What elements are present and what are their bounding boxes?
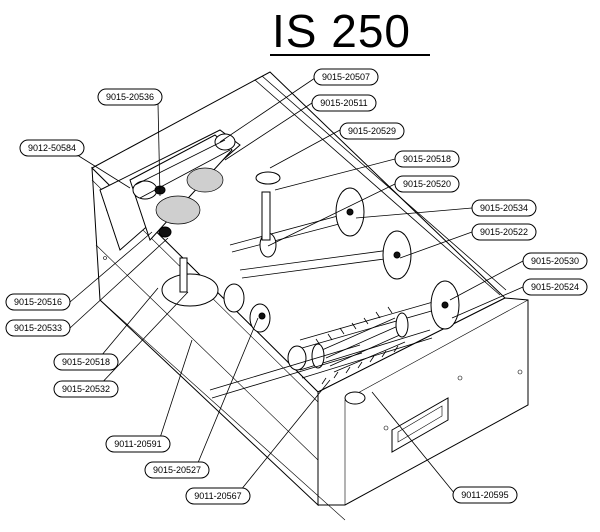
callout-9015-20518-bottom: 9015-20518 bbox=[53, 353, 119, 371]
callout-9015-20511: 9015-20511 bbox=[311, 94, 377, 112]
svg-text:9015-20530: 9015-20530 bbox=[531, 256, 579, 266]
svg-text:9015-20534: 9015-20534 bbox=[480, 203, 528, 213]
svg-text:9015-20533: 9015-20533 bbox=[14, 323, 62, 333]
title-underline bbox=[270, 54, 430, 56]
svg-text:9015-20518: 9015-20518 bbox=[403, 154, 451, 164]
callout-9015-20518-top: 9015-20518 bbox=[394, 150, 460, 168]
callout-9012-50584: 9012-50584 bbox=[19, 139, 85, 157]
callout-9015-20532: 9015-20532 bbox=[53, 380, 119, 398]
svg-text:9015-20507: 9015-20507 bbox=[322, 72, 370, 82]
svg-text:9015-20520: 9015-20520 bbox=[403, 179, 451, 189]
svg-text:9015-20536: 9015-20536 bbox=[106, 92, 154, 102]
callout-9015-20522: 9015-20522 bbox=[471, 223, 537, 241]
callout-9015-20529: 9015-20529 bbox=[339, 122, 405, 140]
svg-text:9015-20518: 9015-20518 bbox=[62, 357, 110, 367]
svg-text:9012-50584: 9012-50584 bbox=[28, 143, 76, 153]
svg-text:9015-20529: 9015-20529 bbox=[348, 126, 396, 136]
svg-text:9015-20522: 9015-20522 bbox=[480, 227, 528, 237]
callout-9015-20533: 9015-20533 bbox=[5, 319, 71, 337]
callout-9015-20536: 9015-20536 bbox=[97, 88, 163, 106]
drive-assembly bbox=[99, 129, 241, 251]
callout-9015-20530: 9015-20530 bbox=[522, 252, 588, 270]
callout-9015-20534: 9015-20534 bbox=[471, 199, 537, 217]
svg-text:9011-20591: 9011-20591 bbox=[114, 439, 161, 449]
diagram-title: IS 250 bbox=[272, 5, 411, 57]
leader-lines bbox=[65, 77, 524, 497]
svg-text:9015-20527: 9015-20527 bbox=[153, 465, 201, 475]
svg-text:9015-20511: 9015-20511 bbox=[320, 98, 367, 108]
svg-text:9015-20524: 9015-20524 bbox=[531, 282, 579, 292]
svg-text:9015-20532: 9015-20532 bbox=[62, 384, 110, 394]
svg-text:9015-20516: 9015-20516 bbox=[14, 297, 62, 307]
callout-9015-20507: 9015-20507 bbox=[313, 68, 379, 86]
callout-9011-20595: 9011-20595 bbox=[452, 486, 518, 504]
callout-labels: 9015-20507 9015-20511 9015-20536 9015-20… bbox=[5, 68, 588, 505]
callout-9015-20527: 9015-20527 bbox=[144, 461, 210, 479]
callout-9015-20516: 9015-20516 bbox=[5, 293, 71, 311]
svg-text:9011-20595: 9011-20595 bbox=[461, 490, 508, 500]
callout-9011-20591: 9011-20591 bbox=[105, 435, 171, 453]
rollers bbox=[161, 171, 460, 405]
machine-housing bbox=[91, 71, 529, 521]
brush bbox=[311, 306, 409, 385]
callout-9015-20524: 9015-20524 bbox=[522, 278, 588, 296]
callout-9015-20520: 9015-20520 bbox=[394, 175, 460, 193]
callout-9011-20567: 9011-20567 bbox=[185, 487, 251, 505]
svg-text:9011-20567: 9011-20567 bbox=[194, 491, 241, 501]
